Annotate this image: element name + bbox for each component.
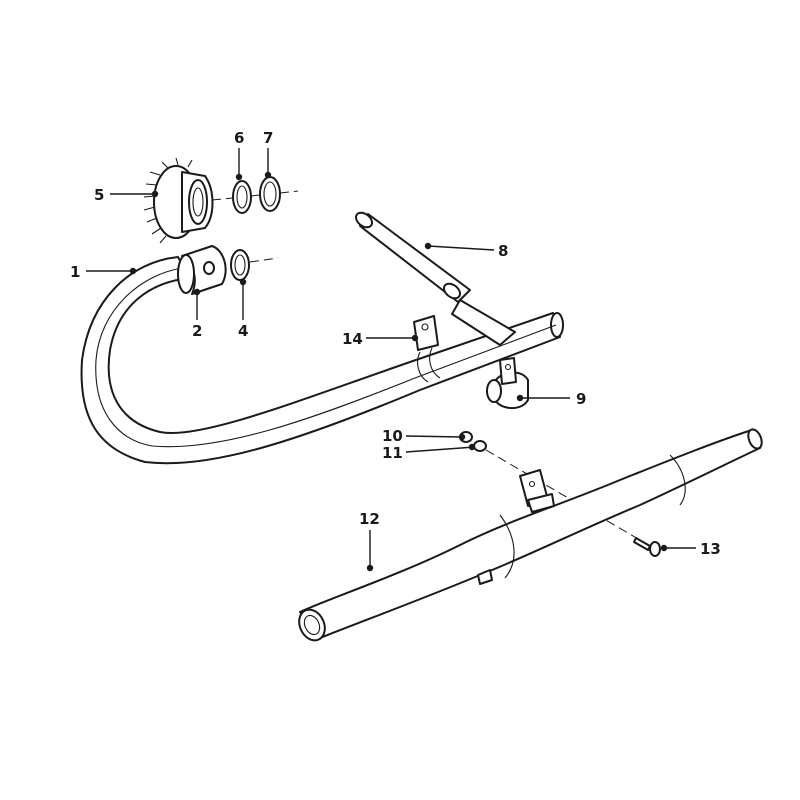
muffler — [298, 428, 763, 642]
mount-axis-line — [485, 449, 641, 541]
pipe-bracket-14 — [413, 315, 439, 351]
leader-dots — [129, 171, 668, 572]
axis-line-7 — [279, 190, 299, 194]
callout-12: 12 — [359, 510, 380, 528]
leader-lines — [86, 148, 696, 568]
callout-6: 6 — [234, 129, 244, 147]
axis-line-5-6 — [211, 197, 234, 201]
leader-8 — [427, 245, 495, 251]
axis-line-4 — [249, 257, 279, 263]
callout-13: 13 — [700, 540, 721, 558]
callout-4: 4 — [238, 322, 248, 340]
gasket-ring-4 — [230, 249, 250, 281]
callout-11: 11 — [382, 444, 403, 462]
leader-11 — [405, 446, 476, 453]
ring-7 — [259, 176, 281, 212]
callout-9: 9 — [576, 390, 586, 408]
leader-10 — [405, 435, 463, 438]
callout-10: 10 — [382, 427, 403, 445]
callout-2: 2 — [192, 322, 202, 340]
ring-6 — [232, 180, 252, 214]
callout-8: 8 — [498, 242, 508, 260]
muffler-bracket — [519, 469, 555, 513]
collar-sleeve — [177, 245, 227, 295]
bolt-13 — [633, 537, 661, 557]
callout-1: 1 — [70, 263, 80, 281]
callout-labels: 1 2 4 5 6 7 8 9 10 11 12 13 14 — [70, 129, 721, 558]
finned-nut — [143, 157, 214, 244]
washer-11 — [473, 440, 487, 452]
callout-7: 7 — [263, 129, 273, 147]
header-pipe-end — [550, 312, 564, 338]
axis-line-6-7 — [250, 194, 261, 197]
callout-5: 5 — [94, 186, 104, 204]
connecting-pipe — [355, 211, 516, 346]
header-pipe — [80, 256, 564, 465]
callout-14: 14 — [342, 330, 363, 348]
